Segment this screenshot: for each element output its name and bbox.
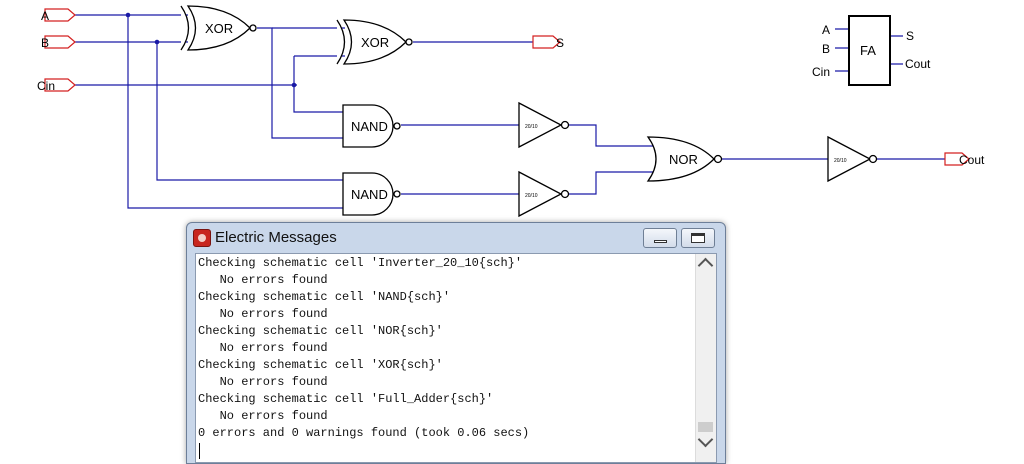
svg-text:XOR: XOR xyxy=(361,35,389,50)
chevron-up-icon[interactable] xyxy=(697,257,714,274)
svg-text:NAND: NAND xyxy=(351,119,388,134)
svg-text:20/10: 20/10 xyxy=(834,158,847,164)
svg-text:NOR: NOR xyxy=(669,152,698,167)
message-line: Checking schematic cell 'NOR{sch}' xyxy=(198,324,443,338)
message-line: Checking schematic cell 'Inverter_20_10{… xyxy=(198,256,523,270)
svg-text:B: B xyxy=(822,42,830,56)
inverter-1[interactable]: 20/10 xyxy=(518,101,570,149)
inverter-2[interactable]: 20/10 xyxy=(518,170,570,218)
minimize-button[interactable] xyxy=(643,228,677,248)
svg-text:Cin: Cin xyxy=(37,79,55,93)
svg-text:XOR: XOR xyxy=(205,21,233,36)
port-a[interactable]: A xyxy=(41,8,76,23)
message-line: Checking schematic cell 'Full_Adder{sch}… xyxy=(198,392,494,406)
port-cin[interactable]: Cin xyxy=(37,78,76,93)
svg-text:FA: FA xyxy=(860,43,876,58)
nand-gate-2[interactable]: NAND xyxy=(342,172,401,216)
svg-text:20/10: 20/10 xyxy=(525,124,538,130)
scrollbar-thumb[interactable] xyxy=(698,422,713,432)
message-line: No errors found xyxy=(198,341,328,355)
messages-text-area[interactable]: Checking schematic cell 'Inverter_20_10{… xyxy=(195,253,717,463)
message-line: Checking schematic cell 'NAND{sch}' xyxy=(198,290,451,304)
inverter-3[interactable]: 20/10 xyxy=(827,135,878,183)
svg-text:A: A xyxy=(41,9,49,23)
xor-gate-1[interactable]: XOR xyxy=(180,5,257,51)
electric-app-icon xyxy=(193,229,211,247)
port-s[interactable]: S xyxy=(532,35,564,50)
message-line: 0 errors and 0 warnings found (took 0.06… xyxy=(198,426,530,440)
message-line: No errors found xyxy=(198,307,328,321)
full-adder-icon[interactable]: FA A B Cin S Cout xyxy=(812,15,931,86)
message-log: Checking schematic cell 'Inverter_20_10{… xyxy=(198,255,692,442)
electric-messages-window[interactable]: Electric Messages Checking schematic cel… xyxy=(186,222,726,464)
message-line: No errors found xyxy=(198,409,328,423)
svg-text:S: S xyxy=(556,36,564,50)
svg-text:A: A xyxy=(822,23,830,37)
svg-text:Cin: Cin xyxy=(812,65,830,79)
svg-text:Cout: Cout xyxy=(905,57,931,71)
nor-gate[interactable]: NOR xyxy=(646,136,723,182)
svg-text:20/10: 20/10 xyxy=(525,193,538,199)
svg-text:Cout: Cout xyxy=(959,153,985,167)
svg-text:NAND: NAND xyxy=(351,187,388,202)
vertical-scrollbar[interactable] xyxy=(695,254,716,462)
svg-text:S: S xyxy=(906,29,914,43)
window-title: Electric Messages xyxy=(215,229,337,246)
message-line: No errors found xyxy=(198,273,328,287)
text-caret xyxy=(199,443,200,459)
wires xyxy=(75,12,945,209)
xor-gate-2[interactable]: XOR xyxy=(336,19,413,65)
chevron-down-icon[interactable] xyxy=(697,431,714,448)
window-titlebar[interactable]: Electric Messages xyxy=(187,223,725,253)
maximize-button[interactable] xyxy=(681,228,715,248)
message-line: No errors found xyxy=(198,375,328,389)
nand-gate-1[interactable]: NAND xyxy=(342,104,401,148)
port-b[interactable]: B xyxy=(41,35,76,50)
port-cout[interactable]: Cout xyxy=(944,152,985,167)
message-line: Checking schematic cell 'XOR{sch}' xyxy=(198,358,443,372)
svg-text:B: B xyxy=(41,36,49,50)
